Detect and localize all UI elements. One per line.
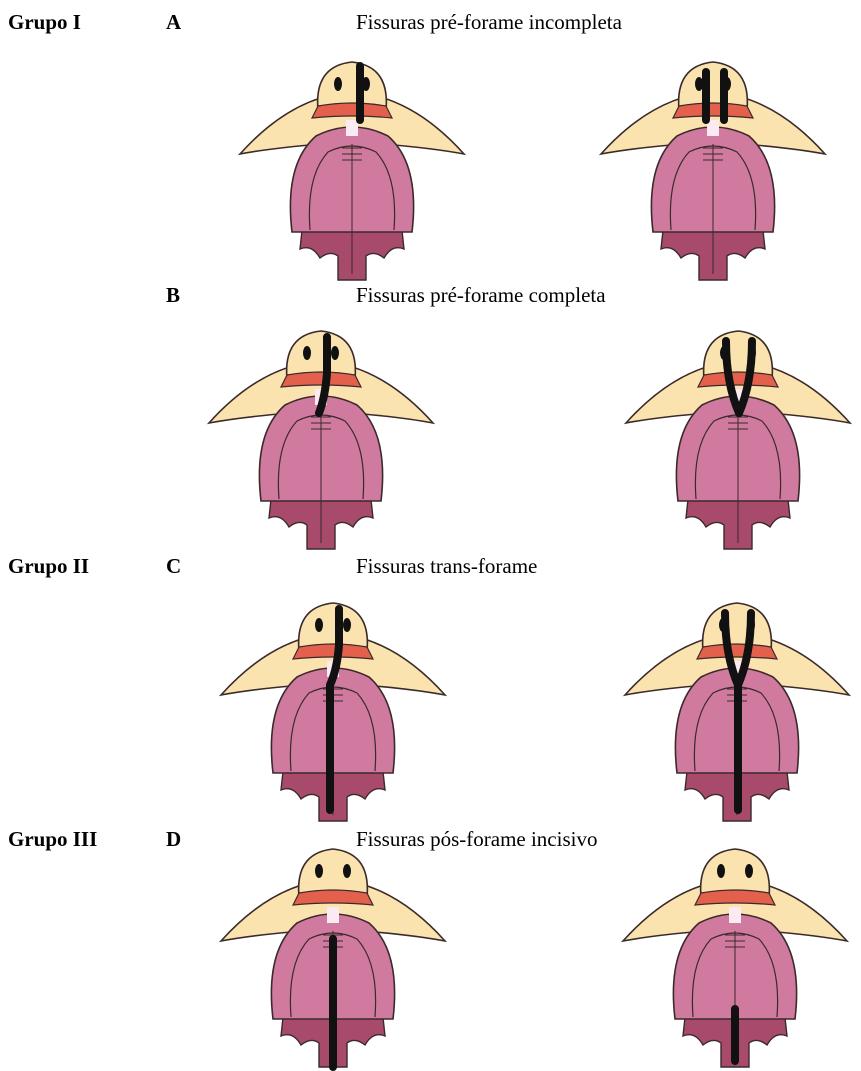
section-letter-b: B [166,283,180,308]
lip-band [673,103,753,118]
group-label-2: Grupo II [8,554,89,579]
lip-band [293,644,373,659]
lip-band [697,644,777,659]
nostril-right [331,346,339,360]
nostril-right [343,864,351,878]
incisive-foramen [346,120,358,136]
incisive-foramen [327,907,339,923]
nostril-left [717,864,725,878]
group-label-1: Grupo I [8,10,81,35]
diagram-b-bilateral [618,313,858,553]
diagram-d-complete [213,831,453,1071]
incisive-foramen [729,907,741,923]
section-letter-c: C [166,554,181,579]
nostril-right [343,618,351,632]
diagram-a-unilateral [232,44,472,284]
lip-band [698,372,778,387]
nostril-left [695,77,703,91]
lip-band [281,372,361,387]
section-title-c: Fissuras trans-forame [356,554,537,579]
lip-band [312,103,392,118]
diagram-a-bilateral [593,44,833,284]
nostril-right [745,864,753,878]
section-letter-a: A [166,10,181,35]
diagram-d-partial [615,831,855,1071]
diagram-c-bilateral [617,585,857,825]
section-letter-d: D [166,827,181,852]
section-title-a: Fissuras pré-forame incompleta [356,10,622,35]
nostril-left [315,618,323,632]
diagram-b-unilateral [201,313,441,553]
diagram-c-unilateral [213,585,453,825]
lip-band [695,890,775,905]
group-label-3: Grupo III [8,827,97,852]
lip-band [293,890,373,905]
section-title-b: Fissuras pré-forame completa [356,283,606,308]
nostril-left [315,864,323,878]
nostril-left [303,346,311,360]
nostril-left [334,77,342,91]
